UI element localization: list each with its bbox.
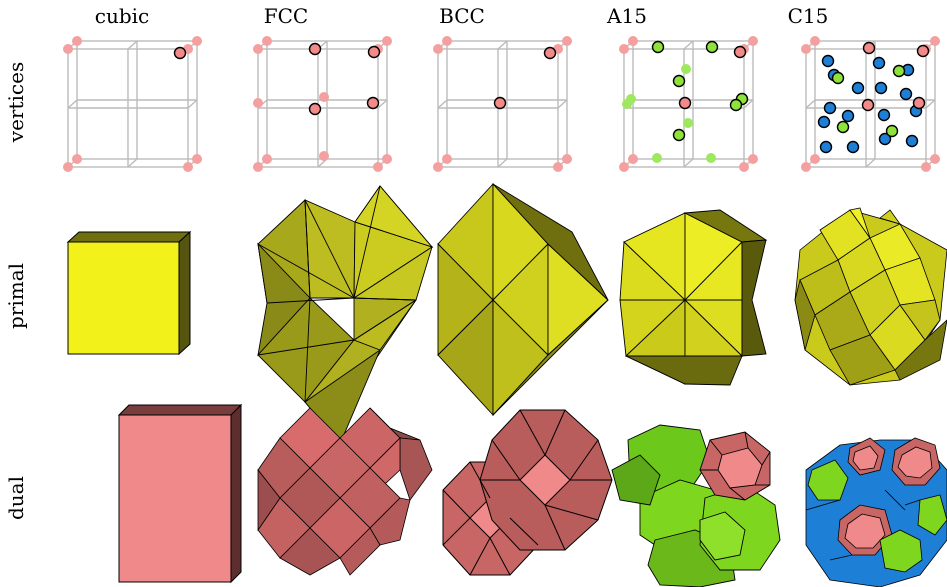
primal-c15: [794, 207, 947, 386]
vertices-a15: [618, 35, 759, 173]
primal-bcc: [437, 182, 609, 417]
primal-fcc: [257, 185, 434, 446]
vertices-c15: [800, 35, 941, 173]
dual-fcc: [257, 407, 433, 576]
dual-c15: [805, 437, 947, 587]
column-label-a15: A15: [607, 4, 647, 28]
vertices-bcc: [432, 35, 573, 173]
column-label-c15: C15: [787, 4, 829, 28]
primal-a15: [619, 209, 768, 386]
column-label-cubic: cubic: [94, 4, 150, 28]
primal-cubic: [66, 230, 192, 356]
dual-bcc: [442, 409, 613, 576]
dual-cubic: [117, 403, 243, 584]
dual-a15: [611, 424, 781, 587]
vertices-fcc: [252, 35, 393, 173]
column-label-bcc: BCC: [439, 4, 485, 28]
column-label-fcc: FCC: [263, 4, 309, 28]
vertices-cubic: [62, 35, 203, 173]
